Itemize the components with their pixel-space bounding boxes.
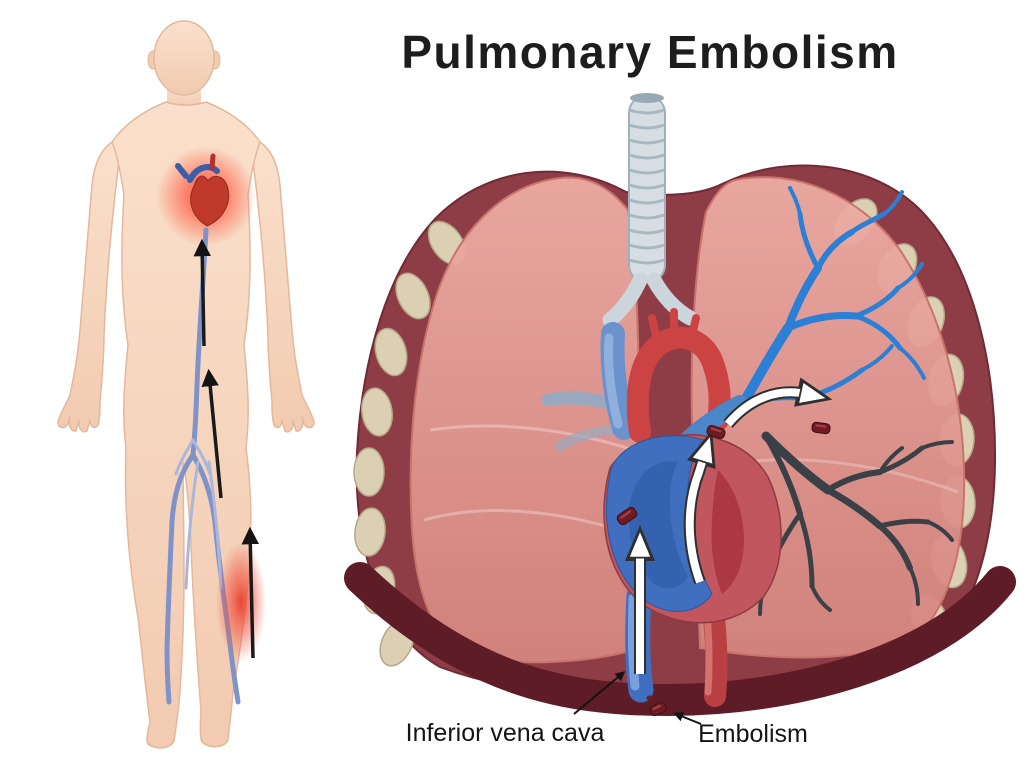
travel-arrow-abdomen (193, 238, 211, 347)
ring (629, 108, 665, 115)
branch (825, 469, 883, 493)
rib (354, 507, 386, 557)
label-inferior-vena-cava: Inferior vena cava (406, 719, 605, 747)
branch (784, 312, 860, 332)
branch (797, 511, 815, 589)
embolus-fragment (646, 695, 654, 701)
twig (920, 440, 954, 450)
embolus-labelled (649, 701, 667, 717)
embolus-in-ivc (616, 506, 638, 526)
heart-icon (175, 153, 230, 227)
dvt-calf-inflammation (216, 542, 266, 662)
human-figure (57, 20, 315, 749)
heart-body (190, 175, 230, 227)
ring (629, 243, 665, 250)
page-title: Pulmonary Embolism (401, 26, 898, 78)
lobe-line (429, 424, 635, 452)
branch (877, 445, 925, 475)
trachea-opening (630, 93, 664, 103)
right-bronchus (646, 272, 698, 326)
right-arm (251, 141, 315, 433)
twig (898, 346, 926, 380)
branch (797, 211, 821, 271)
travel-arrow-calf (241, 526, 260, 659)
ring (629, 198, 665, 205)
branch (784, 264, 822, 332)
trachea-rings (629, 108, 665, 265)
ring (629, 258, 665, 265)
twig (810, 584, 832, 612)
annotations: Inferior vena cava Embolism (406, 671, 808, 748)
rib (395, 272, 431, 320)
rib (361, 387, 393, 437)
twig (788, 186, 802, 216)
pointer-embolism (673, 711, 702, 725)
inferior-vena-cava-highlight (627, 593, 640, 691)
rib (374, 327, 408, 377)
trachea (602, 93, 698, 328)
pelvic-vein-left (174, 438, 195, 476)
ring (629, 168, 665, 175)
pointer-inferior-vena-cava (573, 671, 626, 715)
head (153, 20, 215, 96)
superior-vena-cava-highlight (603, 333, 623, 429)
ring (629, 228, 665, 235)
branch (824, 486, 884, 530)
aortic-arch (626, 326, 731, 443)
vessel-stub-blue (175, 163, 189, 179)
aortic-arch-mini (187, 164, 220, 183)
vessel-stub-red (209, 153, 216, 171)
branch (763, 433, 803, 517)
twig (926, 520, 954, 542)
branch (849, 211, 887, 235)
left-femoral-vein (184, 460, 200, 590)
twig (878, 446, 904, 474)
ring (629, 213, 665, 220)
branch (853, 285, 901, 319)
branch (853, 313, 903, 351)
branch (877, 523, 913, 571)
twig (882, 190, 904, 216)
clot-travel-arrows (193, 238, 260, 659)
hilar-vessel (555, 425, 617, 451)
embolus-at-pulmonary-valve (706, 425, 726, 439)
ring (629, 138, 665, 145)
branch (815, 229, 855, 271)
label-embolism: Embolism (698, 720, 808, 748)
rib (353, 447, 385, 497)
emboli (616, 421, 831, 717)
twig (908, 566, 920, 606)
ring (629, 183, 665, 190)
branch (739, 323, 793, 407)
ribs-left (353, 220, 467, 667)
left-bronchus (602, 272, 648, 328)
travel-arrow-thigh (201, 368, 223, 499)
left-iliac-vein (164, 452, 196, 705)
flow-arrow-pulmonary (724, 392, 806, 427)
diaphragm (344, 562, 1016, 717)
left-arm (57, 141, 121, 433)
pulmonary-artery-tree (739, 186, 926, 407)
pelvic-vein-right (191, 438, 212, 476)
thorax-illustration: Inferior vena cava Embolism (344, 93, 1016, 748)
left-ventricle (711, 470, 744, 594)
branch (877, 518, 931, 529)
flow-arrow-heart (685, 456, 704, 584)
ring (629, 153, 665, 160)
twig (860, 344, 894, 372)
ring (629, 123, 665, 130)
twig (896, 262, 924, 290)
hilar-vessel (541, 391, 619, 411)
embolus-in-artery-branch (811, 421, 831, 435)
blood-flow-arrows (625, 377, 833, 674)
